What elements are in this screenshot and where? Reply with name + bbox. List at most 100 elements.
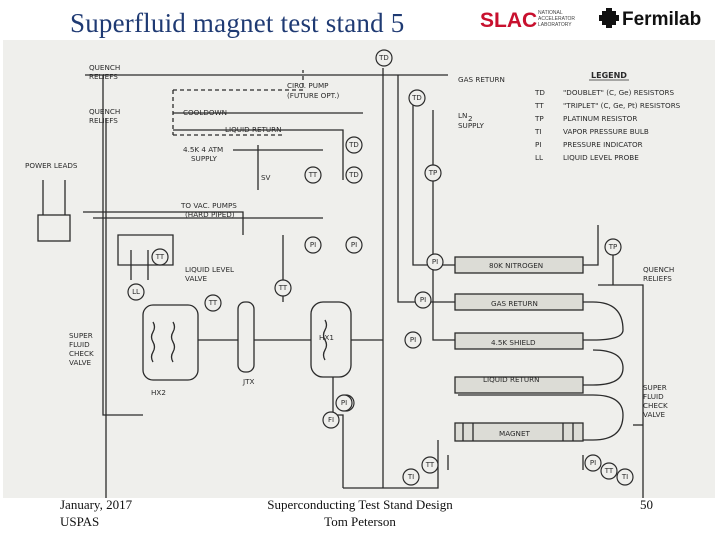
legend-desc: VAPOR PRESSURE BULB (563, 127, 649, 136)
fermilab-logo: Fermilab (599, 8, 701, 30)
label-hx2: HX2 (151, 388, 166, 397)
instrument-td: TD (345, 166, 363, 184)
instrument-code: TI (621, 473, 628, 481)
instrument-code: TT (604, 467, 614, 475)
instrument-code: PI (410, 336, 416, 344)
instrument-tt: TT (204, 294, 222, 312)
legend-code: TT (534, 101, 544, 110)
label-sfcv-right-2: FLUID (643, 392, 664, 401)
label-sfcv-left-3: CHECK (69, 349, 94, 358)
legend-code: PI (535, 140, 541, 149)
cryogenic-schematic: QUENCH RELIEFS QUENCH RELIEFS POWER LEAD… (3, 40, 715, 498)
instrument-tt: TT (421, 456, 439, 474)
instrument-bubble (345, 136, 363, 154)
legend-desc: "TRIPLET" (C, Ge, Pt) RESISTORS (563, 101, 681, 110)
instrument-pi: PI (404, 331, 422, 349)
instrument-code: PI (341, 399, 347, 407)
instrument-code: PI (351, 241, 357, 249)
instrument-code: TT (278, 284, 288, 292)
slac-logo-mark: SLAC (480, 9, 537, 30)
instrument-code: TP (608, 243, 618, 251)
legend-desc: PRESSURE INDICATOR (563, 140, 643, 149)
legend-code: TD (534, 88, 545, 97)
instrument-bubble (335, 394, 353, 412)
instrument-code: PI (590, 459, 596, 467)
instrument-code: TT (308, 171, 318, 179)
instrument-bubble (604, 238, 622, 256)
label-line-80k: 80K NITROGEN (489, 261, 543, 270)
label-line-liquid: LIQUID RETURN (483, 375, 540, 384)
instrument-pi: PI (345, 236, 363, 254)
instrument-bubble (151, 248, 169, 266)
label-cooldown: COOLDOWN (183, 108, 227, 117)
slac-logo-line3: LABORATORY (538, 22, 572, 28)
instrument-bubble (402, 468, 420, 486)
instrument-td: TD (345, 136, 363, 154)
label-quench-reliefs-left-1: QUENCH (89, 107, 120, 116)
label-sfcv-left-1: SUPER (69, 331, 93, 340)
instrument-ll: LL (127, 283, 145, 301)
instrument-code: TT (425, 461, 435, 469)
instrument-tp: TP (604, 238, 622, 256)
label-liquid-level-valve-1: LIQUID LEVEL (185, 265, 234, 274)
legend-desc: LIQUID LEVEL PROBE (563, 153, 639, 162)
slide-title: Superfluid magnet test stand 5 (70, 8, 405, 38)
instrument-bubble (421, 456, 439, 474)
instrument-pi: PI (335, 394, 353, 412)
label-quench-reliefs-left-2: RELIEFS (89, 116, 118, 125)
footer-org: USPAS (60, 514, 100, 529)
instrument-code: FI (328, 416, 334, 424)
legend-title: LEGEND (591, 71, 627, 80)
label-line-magnet: MAGNET (499, 429, 530, 438)
footer-left: January, 2017 USPAS (60, 496, 132, 530)
footer-course-title: Superconducting Test Stand Design (267, 497, 453, 512)
label-sfcv-left-4: VALVE (69, 358, 92, 367)
footer-center: Superconducting Test Stand Design Tom Pe… (210, 496, 510, 530)
instrument-fi: FI (322, 411, 340, 429)
label-ln2-supply-2: SUPPLY (458, 121, 485, 130)
instrument-bubble (345, 166, 363, 184)
instrument-code: TT (208, 299, 218, 307)
label-jtx: JTX (242, 377, 255, 386)
label-sfcv-right-4: VALVE (643, 410, 666, 419)
label-supply-45k-2: SUPPLY (191, 154, 218, 163)
label-vac-pumps-2: (HARD PIPED) (185, 210, 235, 219)
label-sfcv-right-3: CHECK (643, 401, 668, 410)
label-quench-reliefs-top-1: QUENCH (89, 63, 120, 72)
instrument-pi: PI (414, 291, 432, 309)
label-power-leads: POWER LEADS (25, 161, 78, 170)
instrument-bubble (304, 236, 322, 254)
instrument-code: TI (407, 473, 414, 481)
instrument-bubble (274, 279, 292, 297)
instrument-code: TT (155, 253, 165, 261)
legend-desc: PLATINUM RESISTOR (563, 114, 637, 123)
instrument-tt: TT (274, 279, 292, 297)
label-line-gas: GAS RETURN (491, 299, 538, 308)
instrument-td: TD (375, 49, 393, 67)
instrument-td: TD (408, 89, 426, 107)
instrument-code: TD (348, 171, 359, 179)
instrument-bubble (414, 291, 432, 309)
label-liquid-return-top: LIQUID RETURN (225, 125, 282, 134)
instrument-bubble (127, 283, 145, 301)
instrument-pi: PI (426, 253, 444, 271)
legend-code: TP (534, 114, 544, 123)
instrument-layer: TD TD TD TD TT TP PI PI PI TT TT TT LL PI PI PI TP PI FI TI… (127, 49, 634, 486)
label-quench-reliefs-top-2: RELIEFS (89, 72, 118, 81)
instrument-bubble (345, 236, 363, 254)
instrument-code: LL (132, 288, 140, 296)
instrument-ti: TI (402, 468, 420, 486)
legend-code: TI (534, 127, 542, 136)
label-liquid-level-valve-2: VALVE (185, 274, 208, 283)
label-quench-reliefs-right-2: RELIEFS (643, 274, 672, 283)
instrument-code: PI (432, 258, 438, 266)
instrument-tt: TT (151, 248, 169, 266)
slac-logo-line2: ACCELERATOR (538, 16, 575, 22)
label-circ-pump-1: CIRC. PUMP (287, 81, 329, 90)
slac-logo: SLAC NATIONAL ACCELERATOR LABORATORY (480, 9, 575, 30)
legend-code: LL (535, 153, 543, 162)
page-number: 50 (640, 497, 653, 512)
instrument-code: TP (428, 169, 438, 177)
instrument-bubble (424, 164, 442, 182)
label-quench-reliefs-right-1: QUENCH (643, 265, 674, 274)
